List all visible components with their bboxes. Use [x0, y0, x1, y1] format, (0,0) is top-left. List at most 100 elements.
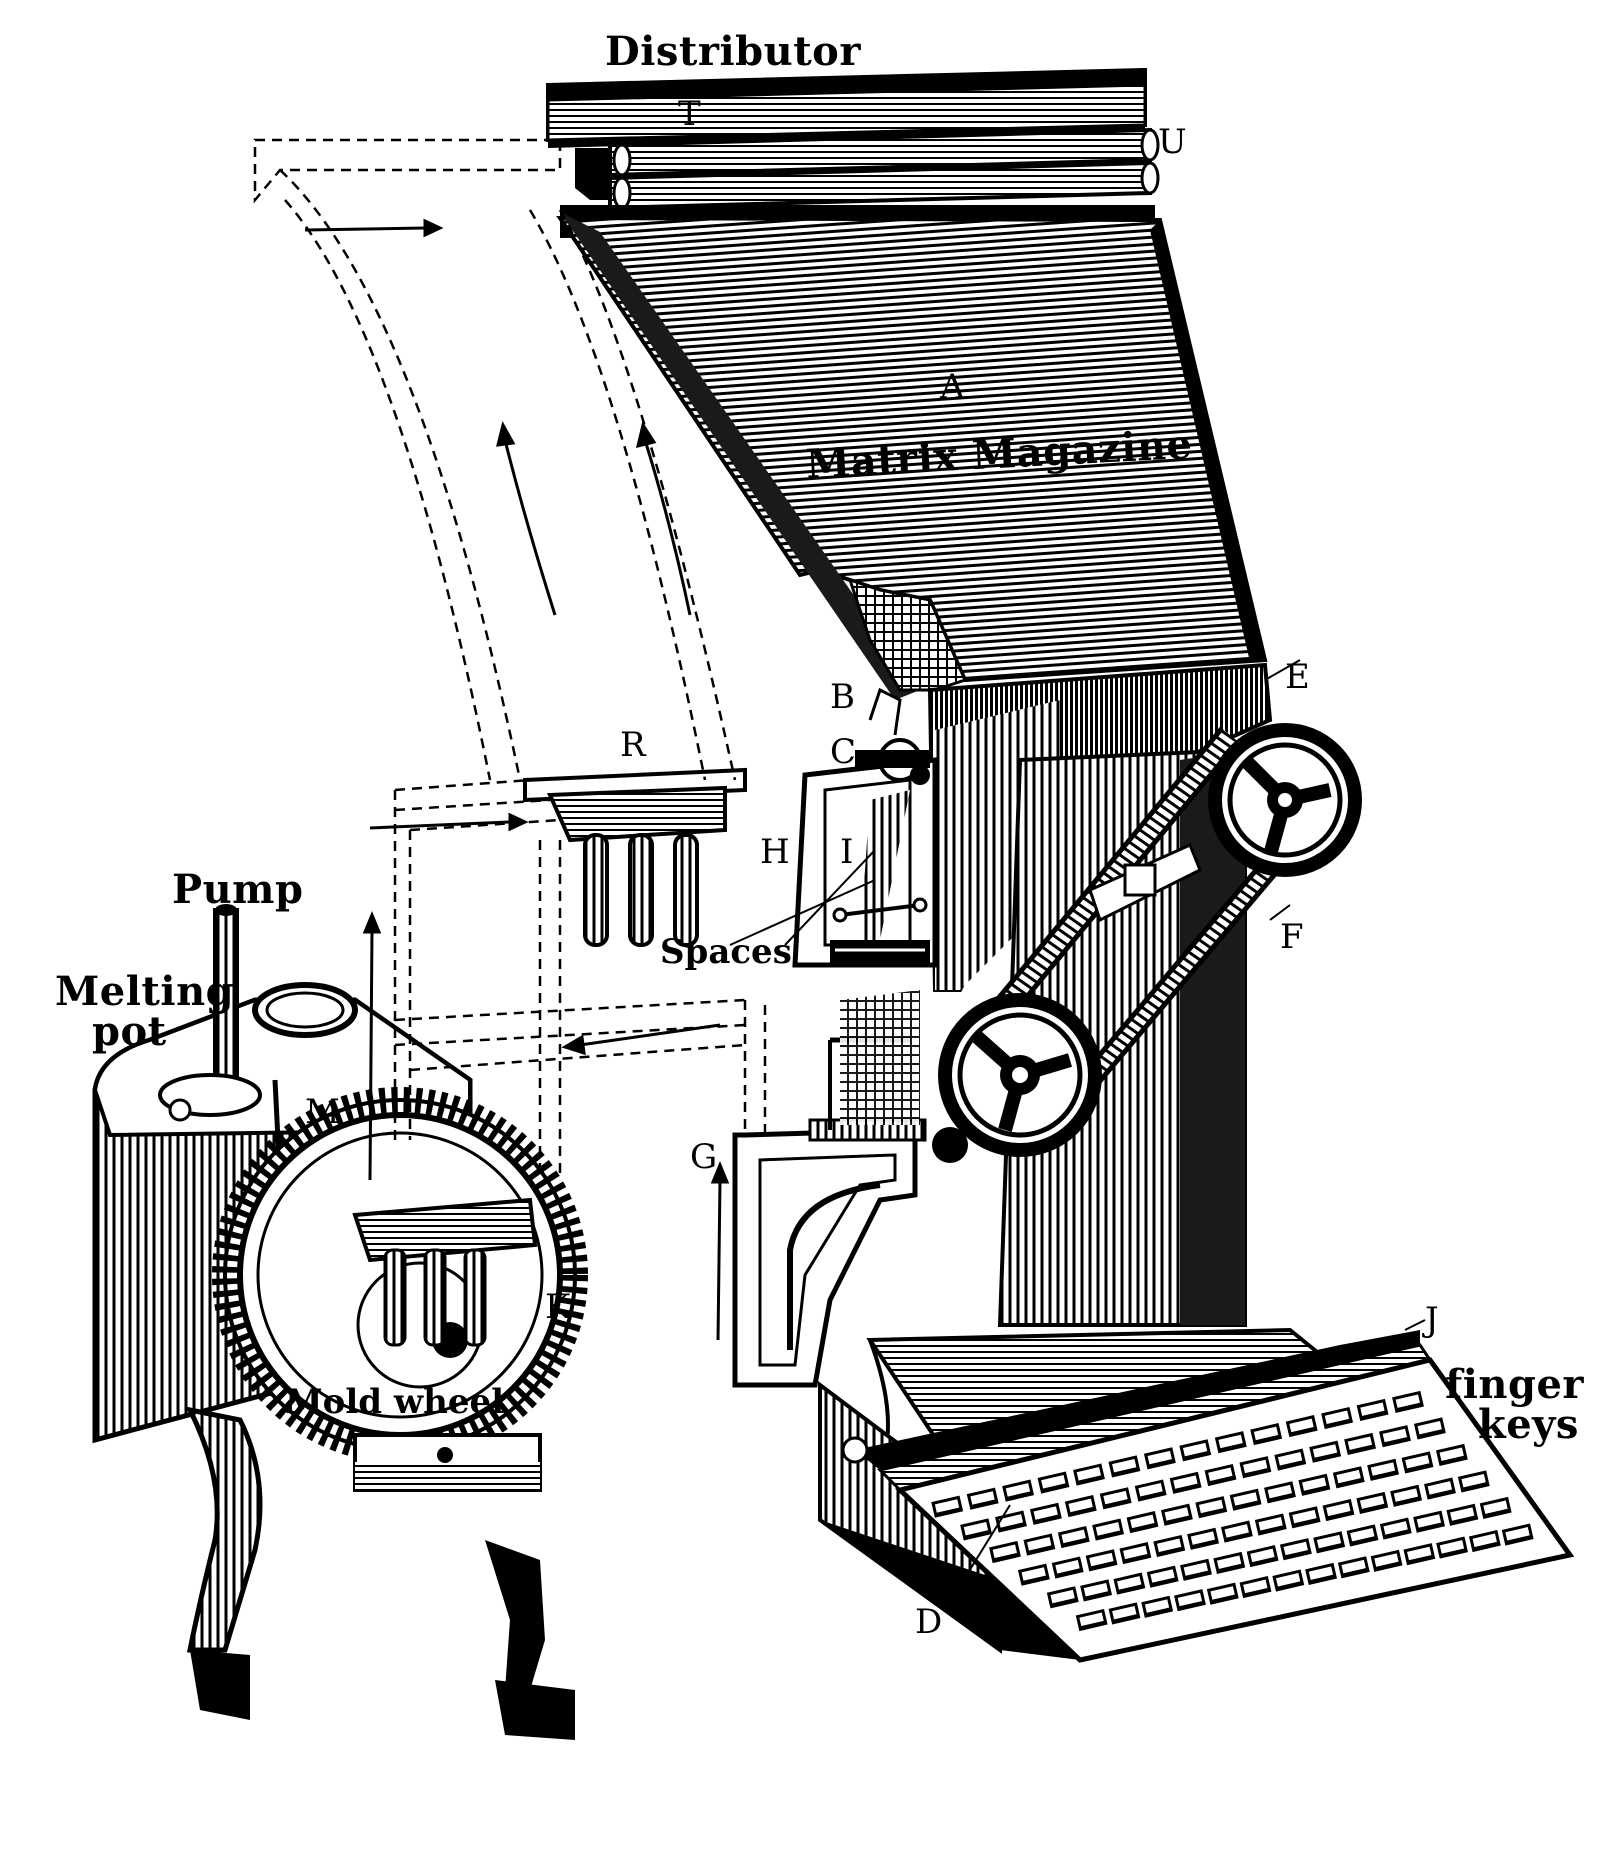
- flow-arrows: [304, 218, 730, 1341]
- finger-key-shadow: [1041, 1482, 1068, 1493]
- finger-key-shadow: [1165, 1515, 1192, 1525]
- finger-key-shadow: [1173, 1483, 1200, 1494]
- label-j: J: [1425, 1300, 1439, 1340]
- finger-key-shadow: [1350, 1535, 1377, 1546]
- finger-key-shadow: [1440, 1548, 1467, 1558]
- label-finger: finger: [1445, 1361, 1584, 1408]
- finger-key-shadow: [1341, 1567, 1369, 1578]
- finger-key-shadow: [1150, 1577, 1178, 1587]
- finger-key-shadow: [1418, 1428, 1445, 1439]
- finger-key-shadow: [1217, 1563, 1244, 1574]
- finger-key-shadow: [1383, 1529, 1411, 1539]
- finger-key-shadow: [1210, 1594, 1238, 1604]
- assembler-elevator: [792, 687, 938, 968]
- finger-key-shadow: [1313, 1452, 1340, 1462]
- finger-key-shadow: [1405, 1462, 1432, 1473]
- finger-key-shadow: [1360, 1410, 1387, 1421]
- label-pot: pot: [92, 1008, 167, 1055]
- finger-key-shadow: [1130, 1522, 1157, 1533]
- finger-key-shadow: [935, 1507, 962, 1517]
- finger-key-shadow: [1138, 1490, 1166, 1501]
- finger-key-shadow: [1360, 1503, 1387, 1514]
- label-i: I: [840, 832, 854, 872]
- finger-key-shadow: [1191, 1539, 1218, 1550]
- finger-key-shadow: [1148, 1458, 1175, 1469]
- finger-key-shadow: [1317, 1542, 1344, 1553]
- finger-key-shadow: [1096, 1530, 1123, 1540]
- finger-key-shadow: [1184, 1570, 1211, 1581]
- finger-key-shadow: [1483, 1508, 1511, 1519]
- label-pump: Pump: [172, 866, 304, 913]
- finger-key-shadow: [1006, 1491, 1033, 1501]
- finger-key-shadow: [1374, 1561, 1401, 1572]
- label-keys: keys: [1478, 1401, 1579, 1448]
- label-m: M: [305, 1092, 340, 1132]
- lower-pulley: [938, 993, 1102, 1157]
- matrix-magazine: [556, 205, 1268, 700]
- finger-key-shadow: [1117, 1584, 1144, 1594]
- finger-key-shadow: [1284, 1549, 1311, 1560]
- finger-key-shadow: [1077, 1474, 1104, 1485]
- finger-key-shadow: [1218, 1442, 1246, 1453]
- label-a: A: [940, 367, 965, 407]
- finger-key-shadow: [1243, 1467, 1270, 1478]
- finger-key-shadow: [1079, 1620, 1107, 1631]
- distributor-rods: [575, 127, 1160, 211]
- mold-wheel-assembly: [212, 1087, 588, 1492]
- finger-key-shadow: [1336, 1477, 1364, 1488]
- label-e: E: [1285, 657, 1310, 697]
- finger-key-shadow: [1326, 1510, 1353, 1521]
- finger-key-shadow: [1371, 1470, 1398, 1481]
- leader-lines: [729, 659, 1426, 1611]
- finger-key-shadow: [1199, 1507, 1226, 1518]
- finger-key-shadow: [1407, 1554, 1434, 1565]
- finger-key-shadow: [1289, 1426, 1317, 1437]
- finger-key-shadow: [1309, 1574, 1336, 1585]
- label-u: U: [1158, 122, 1187, 162]
- finger-key-shadow: [1055, 1567, 1083, 1578]
- finger-key-shadow: [1461, 1481, 1489, 1492]
- finger-key-shadow: [1243, 1587, 1270, 1598]
- label-spaces: Spaces: [660, 932, 792, 972]
- finger-key-shadow: [993, 1552, 1020, 1563]
- second-elevator: [523, 767, 747, 947]
- finger-key-shadow: [1428, 1489, 1455, 1499]
- finger-key-shadow: [1103, 1498, 1131, 1509]
- first-elevator: [732, 990, 968, 1388]
- label-h: H: [760, 832, 790, 872]
- finger-keys: [931, 1390, 1534, 1632]
- finger-key-shadow: [1396, 1402, 1423, 1413]
- finger-key-shadow: [1123, 1553, 1150, 1564]
- finger-key-shadow: [1505, 1534, 1533, 1545]
- finger-key-shadow: [1278, 1459, 1305, 1470]
- finger-key-shadow: [1034, 1514, 1061, 1525]
- finger-key-shadow: [1302, 1485, 1329, 1496]
- finger-key-shadow: [1050, 1597, 1078, 1608]
- finger-key-shadow: [1112, 1466, 1139, 1477]
- finger-key-shadow: [1089, 1560, 1116, 1571]
- matrix-travel-paths: [253, 138, 767, 1180]
- finger-key-shadow: [1250, 1556, 1277, 1567]
- label-d: D: [915, 1602, 943, 1642]
- finger-key-shadow: [1348, 1444, 1375, 1455]
- finger-key-shadow: [1208, 1475, 1235, 1486]
- finger-key-shadow: [1383, 1436, 1410, 1447]
- finger-key-shadow: [970, 1499, 998, 1509]
- finger-key-shadow: [1292, 1517, 1319, 1528]
- upper-pulley: [1208, 723, 1362, 877]
- finger-key-shadow: [1178, 1600, 1205, 1611]
- finger-key-shadow: [1473, 1541, 1500, 1552]
- finger-key-shadow: [1145, 1607, 1172, 1618]
- finger-key-shadow: [1027, 1544, 1054, 1555]
- finger-key-shadow: [999, 1522, 1026, 1532]
- label-c: C: [830, 732, 857, 772]
- finger-key-shadow: [1325, 1418, 1352, 1429]
- finger-key-shadow: [1112, 1613, 1139, 1624]
- label-r: R: [620, 725, 646, 765]
- finger-key-shadow: [1084, 1590, 1111, 1601]
- label-f: F: [1280, 917, 1304, 957]
- finger-key-shadow: [1225, 1532, 1252, 1542]
- label-k: K: [545, 1287, 571, 1327]
- finger-key-shadow: [1183, 1450, 1210, 1461]
